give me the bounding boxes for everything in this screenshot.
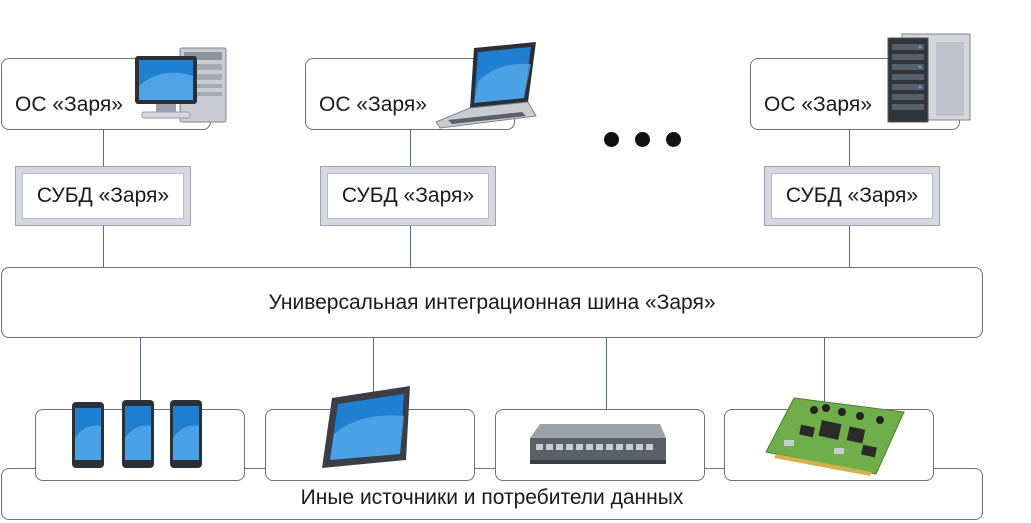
laptop-icon [435, 42, 537, 129]
dbms-label: СУБД «Заря» [771, 173, 933, 219]
dbms-node-2: СУБД «Заря» [320, 166, 496, 226]
connector-line [140, 338, 141, 409]
connector-line [373, 338, 374, 409]
ellipsis-icon [604, 132, 681, 147]
circuit-board-icon [765, 397, 905, 476]
os-label: ОС «Заря» [764, 93, 872, 116]
dbms-label: СУБД «Заря» [22, 173, 184, 219]
smartphones-icon [72, 400, 202, 468]
dbms-node-3: СУБД «Заря» [764, 166, 940, 226]
os-label: ОС «Заря» [319, 93, 427, 116]
os-label: ОС «Заря» [15, 93, 123, 116]
integration-bus: Универсальная интеграционная шина «Заря» [1, 267, 983, 338]
dbms-label: СУБД «Заря» [327, 173, 489, 219]
bottom-label: Иные источники и потребители данных [300, 486, 684, 509]
network-switch-icon [530, 424, 666, 464]
dbms-node-1: СУБД «Заря» [15, 166, 191, 226]
connector-line [606, 338, 607, 409]
desktop-computer-icon [135, 47, 227, 123]
tablet-icon [322, 386, 410, 468]
rack-server-icon [887, 33, 971, 123]
connector-line [824, 338, 825, 409]
bus-label: Универсальная интеграционная шина «Заря» [268, 290, 716, 314]
